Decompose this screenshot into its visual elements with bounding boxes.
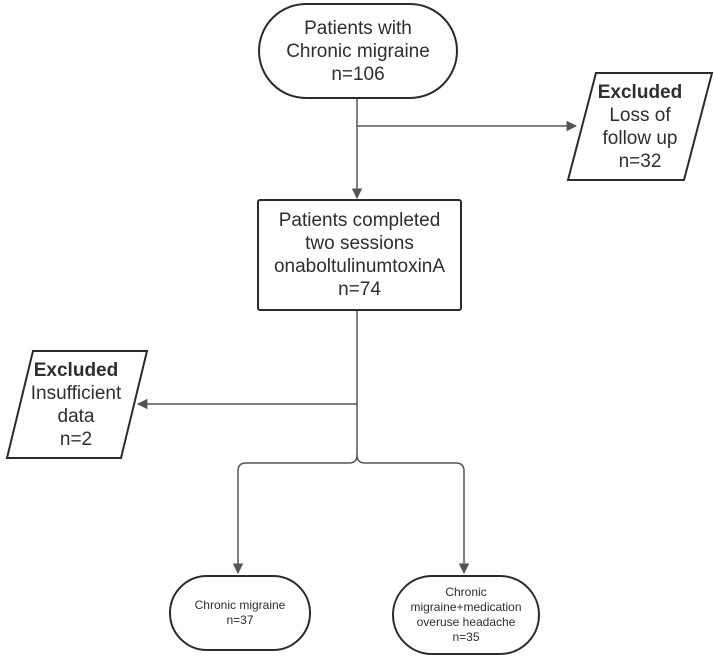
node-excluded-left-line-3: n=2 [59,429,93,450]
node-excluded-top-line-3: n=32 [618,151,662,172]
node-patients-chronic-migraine: Patients with Chronic migraine n=106 [258,3,458,99]
node-excluded-top-title: Excluded [597,82,683,103]
node-completed-line-3: onaboltulinumtoxinA [273,256,446,277]
node-cm-moh-line-3: overuse headache [416,615,516,629]
connector-split [232,454,358,575]
node-excluded-top-line-1: Loss of [609,105,671,126]
node-cm-moh-line-4: n=35 [452,630,480,644]
connector-split-right [356,454,470,575]
node-cm-moh-line-2: migraine+medication [410,600,522,614]
node-excluded-loss-follow-up: Excluded Loss of follow up n=32 [578,74,702,180]
node-excluded-left-line-2: data [57,406,95,427]
node-cm-line-2: n=37 [226,613,254,627]
node-completed-line-2: two sessions [305,233,414,254]
node-cm-moh-line-1: Chronic [445,585,487,599]
node-patients-completed: Patients completed two sessions onaboltu… [257,199,462,311]
node-excluded-left-line-1: Insufficient [30,383,122,404]
node-start-line-1: Patients with [304,17,412,39]
node-excluded-insufficient-data: Excluded Insufficient data n=2 [16,352,136,458]
excluded-left-shape [5,350,149,459]
node-start-line-3: n=106 [331,63,385,85]
node-excluded-top-line-2: follow up [602,128,678,149]
node-excluded-left-title: Excluded [33,360,119,381]
node-start-line-2: Chronic migraine [286,40,430,62]
node-cm-line-1: Chronic migraine [194,598,286,612]
node-chronic-migraine-moh: Chronic migraine+medication overuse head… [392,575,540,655]
node-completed-line-1: Patients completed [278,210,441,231]
node-chronic-migraine: Chronic migraine n=37 [169,575,311,651]
node-completed-line-4: n=74 [338,279,381,300]
excluded-top-shape [566,72,714,181]
